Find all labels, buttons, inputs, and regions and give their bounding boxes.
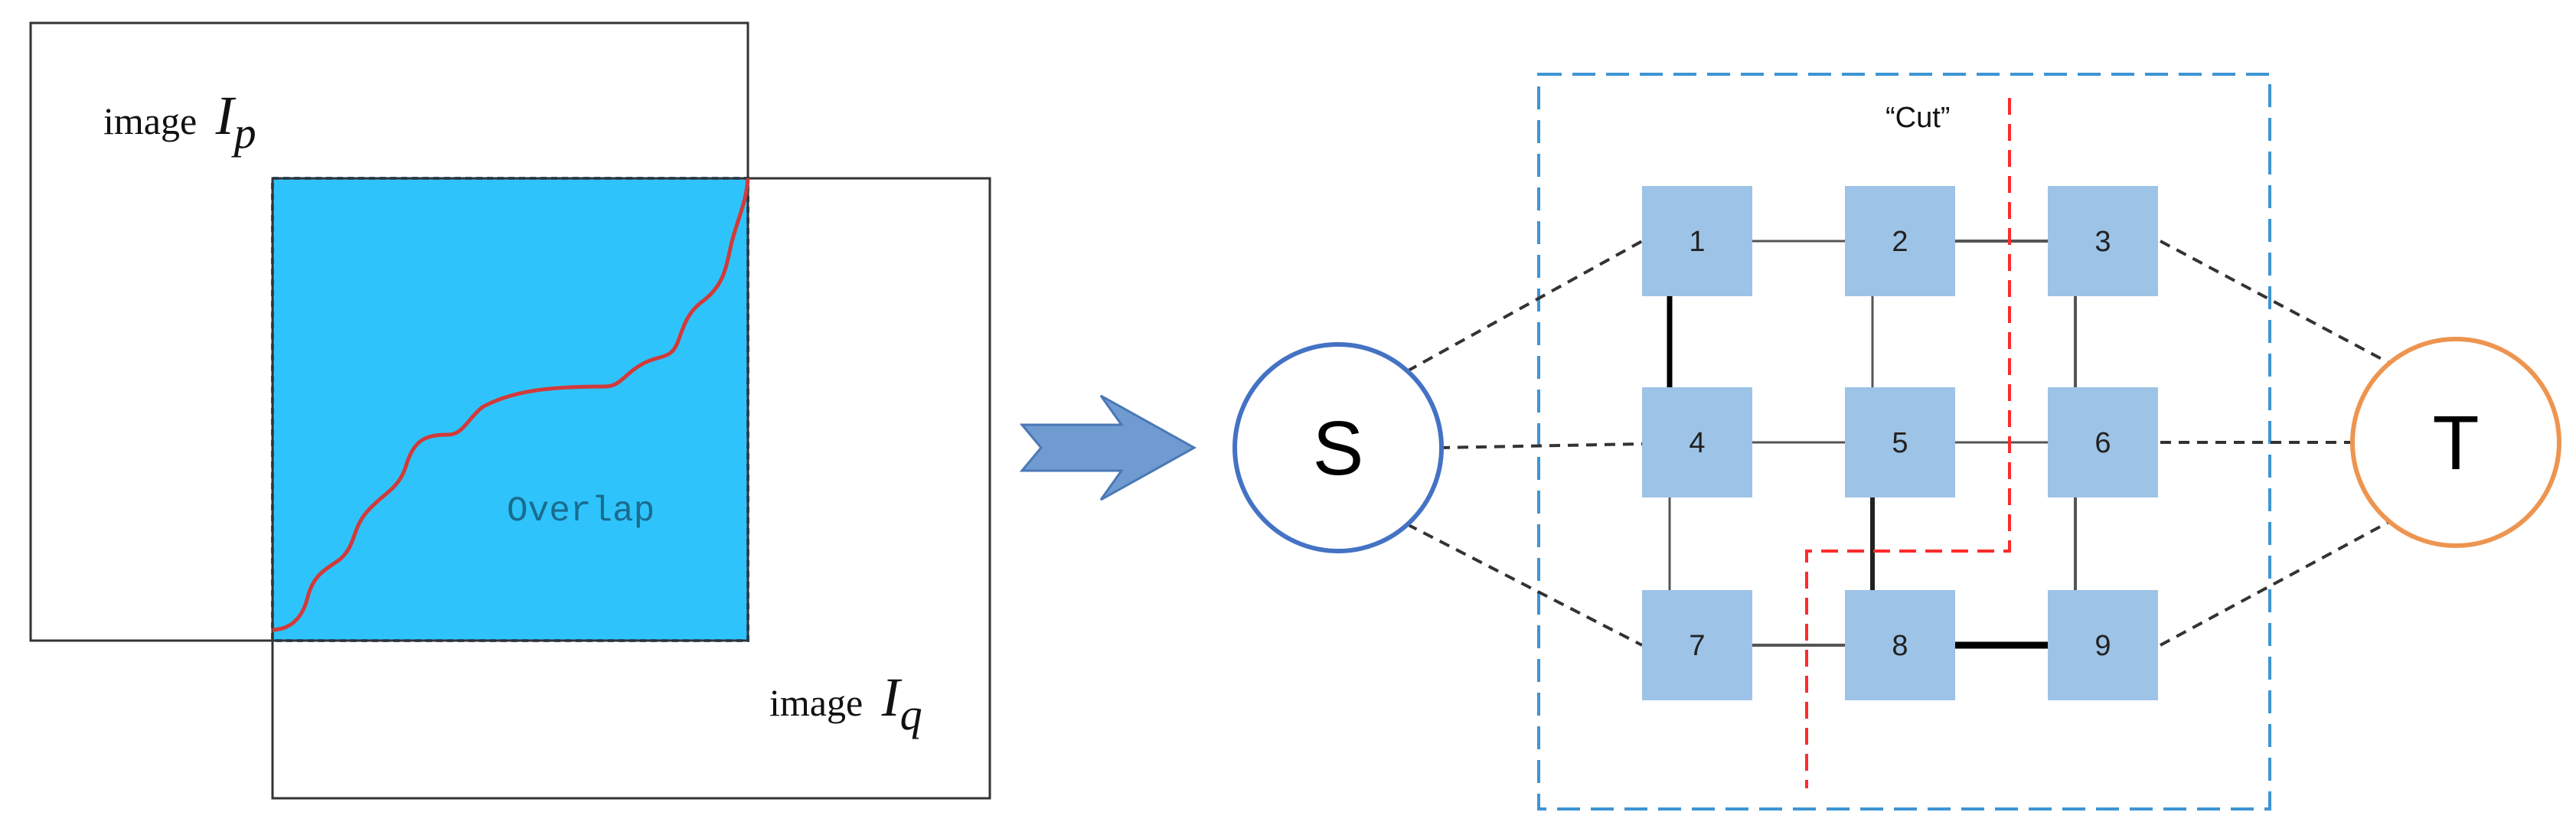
graph-frame	[1537, 73, 2271, 811]
node-1: 1	[1642, 186, 1752, 296]
image-q-frame	[271, 177, 991, 800]
node-9: 9	[2048, 590, 2158, 700]
image-p-label: image Ip	[103, 85, 256, 158]
source-node: S	[1232, 342, 1444, 553]
node-7: 7	[1642, 590, 1752, 700]
left-panel: image Ip image Iq Overlap	[29, 21, 991, 800]
source-links	[1406, 240, 1643, 647]
right-panel: “Cut” 1 2 3 4 5	[1232, 73, 2561, 811]
link-s-1	[1406, 240, 1643, 373]
image-p-sub: p	[231, 108, 256, 158]
node-2-label: 2	[1892, 226, 1908, 258]
graph-nodes: 1 2 3 4 5 6 7	[1642, 186, 2158, 700]
sink-links	[2160, 240, 2395, 647]
node-9-label: 9	[2094, 630, 2111, 662]
image-q-prefix: image	[769, 681, 863, 724]
node-8-label: 8	[1892, 630, 1908, 662]
node-2: 2	[1845, 186, 1955, 296]
node-1-label: 1	[1689, 226, 1705, 258]
image-q-label: image Iq	[769, 667, 922, 739]
transition-arrow	[1019, 394, 1197, 501]
overlap-label: Overlap	[507, 491, 655, 531]
node-7-label: 7	[1689, 630, 1705, 662]
link-3-t	[2160, 240, 2395, 367]
node-3-label: 3	[2094, 226, 2111, 258]
overlap-region	[271, 177, 749, 642]
image-q-var: I	[881, 667, 903, 728]
node-5: 5	[1845, 387, 1955, 497]
seam-curve	[272, 178, 750, 632]
link-s-4	[1438, 442, 1643, 449]
image-q-sub: q	[900, 690, 922, 739]
image-p-prefix: image	[103, 99, 197, 142]
image-p-var: I	[215, 85, 237, 146]
node-3: 3	[2048, 186, 2158, 296]
sink-label: T	[2432, 400, 2479, 486]
node-4-label: 4	[1689, 427, 1705, 459]
image-p-frame	[29, 21, 749, 642]
sink-node: T	[2350, 337, 2561, 548]
cut-line	[1805, 98, 2011, 788]
node-6: 6	[2048, 387, 2158, 497]
link-9-t	[2160, 517, 2395, 647]
node-5-label: 5	[1892, 427, 1908, 459]
node-4: 4	[1642, 387, 1752, 497]
node-6-label: 6	[2094, 427, 2111, 459]
link-s-7	[1406, 523, 1643, 647]
source-label: S	[1313, 406, 1364, 491]
cut-label: “Cut”	[1885, 102, 1950, 134]
node-8: 8	[1845, 590, 1955, 700]
